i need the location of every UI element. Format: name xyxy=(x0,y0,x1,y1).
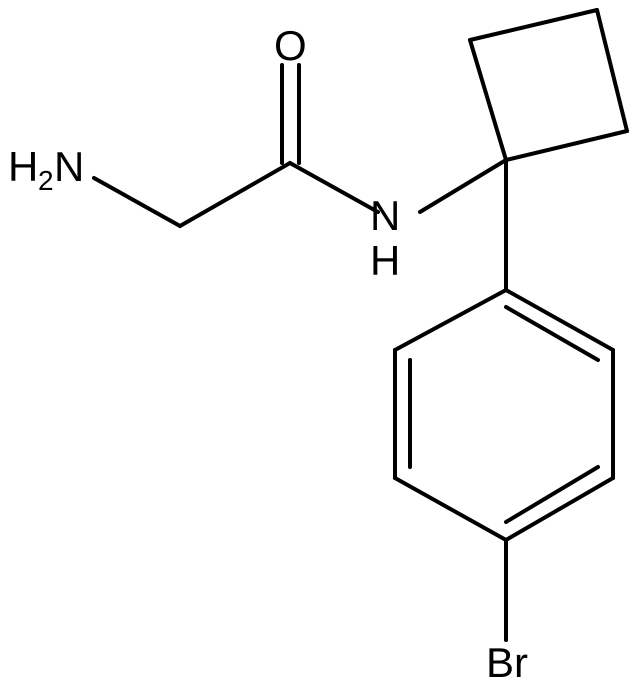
bond-cyclobutane-3 xyxy=(595,8,629,133)
bond-cyclobutane-4 xyxy=(504,129,629,162)
bond-cyclobutane-1 xyxy=(468,38,508,162)
amide-n-label: N xyxy=(370,192,400,239)
bond-ring-4 xyxy=(393,476,508,542)
bond-cyclobutane-2 xyxy=(468,8,599,42)
amine-label: H 2 N xyxy=(8,143,84,196)
oxygen-label: O xyxy=(274,22,307,69)
bond-n-quaternary xyxy=(418,158,508,214)
bond-ring-6 xyxy=(393,288,508,352)
amide-h-label: H xyxy=(370,237,400,284)
bond-ring-inner-1 xyxy=(504,305,600,362)
bond-ring-inner-2 xyxy=(504,465,600,524)
bond-ring-1 xyxy=(504,288,615,352)
amine-subscript: 2 xyxy=(38,165,54,196)
bond-ch2-carbonyl xyxy=(178,161,292,228)
amine-n: N xyxy=(54,143,84,190)
bond-nh2-ch2 xyxy=(92,176,182,228)
atom-labels: H 2 N O N H Br xyxy=(8,22,528,686)
bond-ring-3 xyxy=(504,476,615,542)
bond-carbonyl-n xyxy=(288,161,380,214)
amine-h: H xyxy=(8,143,38,190)
bromine-label: Br xyxy=(486,639,528,686)
bonds xyxy=(92,8,629,642)
